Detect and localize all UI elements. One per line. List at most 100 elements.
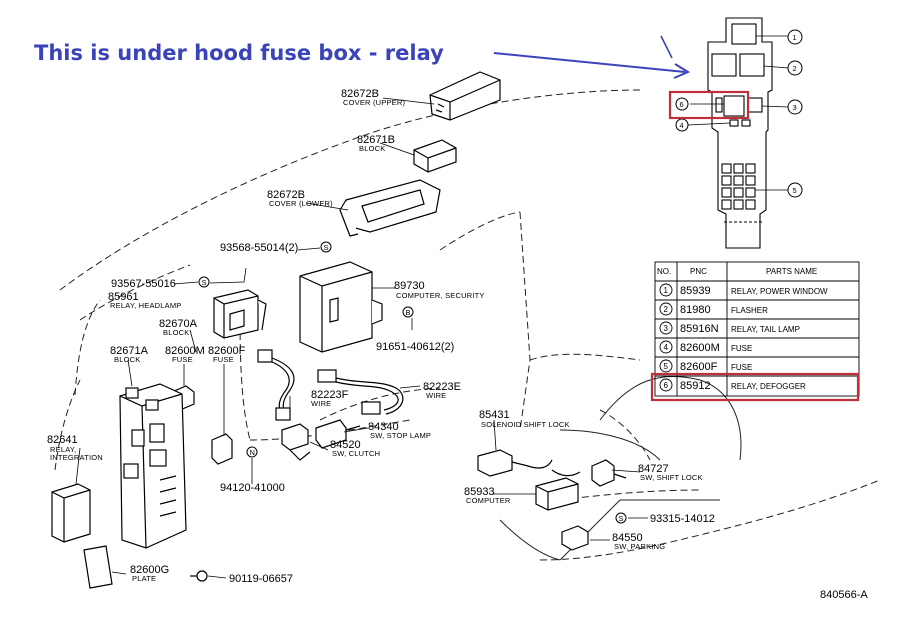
label-sw-parking-name: SW, PARKING <box>614 542 665 551</box>
junction-block-part <box>119 383 187 549</box>
diagram-code: 840566-A <box>820 589 868 601</box>
label-sw-clutch-num: 84520 <box>330 439 361 451</box>
label-relay-headlamp-num: 85961 <box>108 291 139 303</box>
label-screw-a: 93568-55014(2) <box>220 242 298 254</box>
wire-f-part <box>257 349 295 421</box>
fusebox-callout-circles <box>675 29 803 198</box>
label-solenoid-name: SOLENOID SHIFT LOCK <box>481 420 570 429</box>
highlight-relay-defogger-box <box>668 90 750 120</box>
marker-s-3: S <box>619 514 624 523</box>
table-row-3-no: 3 <box>664 324 669 333</box>
computer-security-part <box>299 261 383 353</box>
table-row-2-pnc: 81980 <box>680 304 711 316</box>
label-cover-lower-name: COVER (LOWER) <box>269 199 333 208</box>
callout-2: 2 <box>793 64 797 73</box>
label-bolt-c: 90119-06657 <box>229 573 293 585</box>
label-block-top-num: 82671B <box>357 134 395 146</box>
table-row-5-name: FUSE <box>731 363 752 372</box>
table-row-3-name: RELAY, TAIL LAMP <box>731 325 800 334</box>
label-fuse-m-name: FUSE <box>172 355 193 364</box>
sw-stop-lamp-part <box>315 419 361 449</box>
table-row-3-pnc: 85916N <box>680 323 719 335</box>
table-row-6-pnc: 85912 <box>680 380 711 392</box>
label-sw-shift-name: SW, SHIFT LOCK <box>640 473 703 482</box>
sw-shift-lock-part <box>591 459 627 487</box>
annotation-heading: This is under hood fuse box - relay <box>34 41 444 65</box>
marker-s-2: S <box>202 278 207 287</box>
label-block-mid-num: 82670A <box>159 318 198 330</box>
table-row-1-pnc: 85939 <box>680 285 711 297</box>
callout-1: 1 <box>793 33 797 42</box>
label-screw-c: 93315-14012 <box>650 513 715 525</box>
table-row-5-pnc: 82600F <box>680 361 718 373</box>
table-row-2-name: FLASHER <box>731 306 768 315</box>
marker-s-1: S <box>324 243 329 252</box>
highlight-relay-defogger-row <box>650 372 860 402</box>
callout-3: 3 <box>793 103 797 112</box>
label-wire-e-num: 82223E <box>423 381 461 393</box>
table-row-4-pnc: 82600M <box>680 342 720 354</box>
fuse-f-part <box>211 433 233 465</box>
label-sw-shift-num: 84727 <box>638 463 669 475</box>
label-screw-b: 93567-55016 <box>111 278 176 290</box>
table-row-4-name: FUSE <box>731 344 752 353</box>
label-wire-f-name: WIRE <box>311 399 331 408</box>
table-header-no: NO. <box>657 267 671 276</box>
table-row-2-no: 2 <box>664 305 669 314</box>
bolt-part <box>190 570 208 582</box>
label-computer-num: 85933 <box>464 486 495 498</box>
label-nut-n: 94120-41000 <box>220 482 285 494</box>
table-header-name: PARTS NAME <box>766 267 817 276</box>
table-header-pnc: PNC <box>690 267 707 276</box>
label-block-mid-name: BLOCK <box>163 328 189 337</box>
fusebox-callout-lines <box>687 35 789 191</box>
leader-lines <box>75 97 648 579</box>
label-wire-f-num: 82223F <box>311 389 349 401</box>
table-row-5-no: 5 <box>664 362 669 371</box>
label-bolt-b: 91651-40612(2) <box>376 341 454 353</box>
label-relay-headlamp-name: RELAY, HEADLAMP <box>110 301 182 310</box>
screw-markers <box>198 241 627 524</box>
label-block-top-name: BLOCK <box>359 144 385 153</box>
label-computer-name: COMPUTER <box>466 496 511 505</box>
label-computer-security-name: COMPUTER, SECURITY <box>396 291 485 300</box>
cover-lower-part <box>339 179 441 237</box>
label-sw-clutch-name: SW, CLUTCH <box>332 449 380 458</box>
relay-headlamp-part <box>213 289 267 339</box>
label-cover-upper-num: 82672B <box>341 88 379 100</box>
sw-clutch-part <box>281 423 311 461</box>
label-block-left-name: BLOCK <box>114 355 140 364</box>
label-computer-security-num: 89730 <box>394 280 425 292</box>
marker-n: N <box>250 448 256 457</box>
callout-4: 4 <box>680 121 684 130</box>
table-row-1-no: 1 <box>664 286 669 295</box>
table-row-circles <box>659 283 673 392</box>
label-sw-parking-num: 84550 <box>612 532 643 544</box>
table-row-1-name: RELAY, POWER WINDOW <box>731 287 828 296</box>
plate-part <box>83 545 113 589</box>
label-relay-integration-name1: RELAY, <box>50 445 76 454</box>
label-plate-num: 82600G <box>130 564 169 576</box>
callout-5: 5 <box>793 186 797 195</box>
table-row-6-name: RELAY, DEFOGGER <box>731 382 806 391</box>
table-row-4-no: 4 <box>664 343 669 352</box>
annotation-arrow <box>493 35 691 79</box>
label-solenoid-num: 85431 <box>479 409 510 421</box>
label-plate-name: PLATE <box>132 574 156 583</box>
label-relay-integration-name2: INTEGRATION <box>50 453 103 462</box>
marker-b: B <box>406 308 411 317</box>
label-relay-integration-num: 82641 <box>47 434 78 446</box>
label-wire-e-name: WIRE <box>426 391 446 400</box>
callout-6: 6 <box>680 100 684 109</box>
sw-parking-part <box>561 525 589 551</box>
label-cover-upper-name: COVER (UPPER) <box>343 98 405 107</box>
computer-shift-part <box>535 469 581 511</box>
fusebox-inset <box>707 17 773 249</box>
wire-e-part <box>317 369 404 415</box>
block-top-part <box>413 139 457 173</box>
cover-upper-part <box>429 71 501 121</box>
label-fuse-f-num: 82600F <box>208 345 246 357</box>
label-block-left-num: 82671A <box>110 345 149 357</box>
label-sw-stop-name: SW, STOP LAMP <box>370 431 431 440</box>
